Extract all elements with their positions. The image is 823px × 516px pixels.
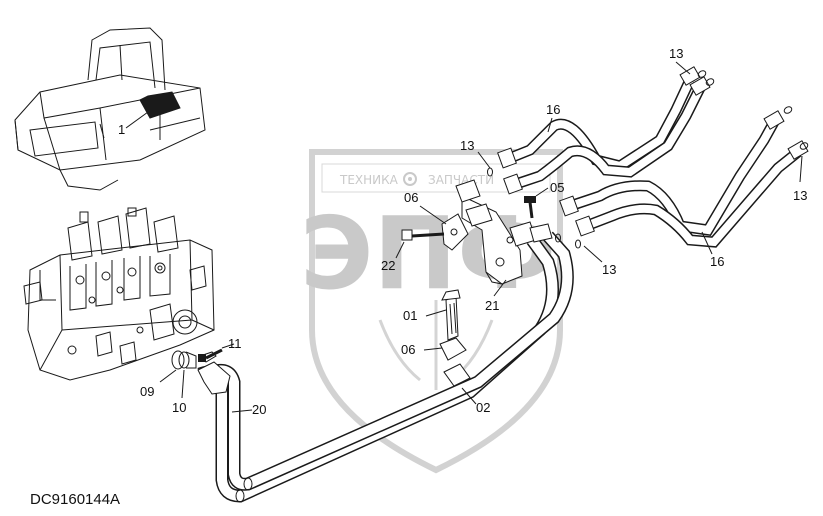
hose-fittings: [497, 66, 809, 237]
callout-09: 09: [140, 384, 154, 399]
leader-09: [159, 369, 177, 383]
callout-13a: 13: [460, 138, 474, 153]
leader-11: [221, 343, 235, 349]
adapters: [455, 179, 553, 247]
leader-16b: [701, 231, 713, 255]
leader-22: [395, 241, 405, 259]
callout-16a: 16: [546, 102, 560, 117]
watermark-text-right: ЗАПЧАСТИ: [428, 173, 494, 187]
callout-22: 22: [381, 258, 395, 273]
excavator-overview: [14, 27, 206, 191]
leader-06b: [423, 347, 443, 351]
leader-02: [461, 387, 477, 405]
leader-10: [181, 369, 185, 399]
bolt-11: [198, 348, 223, 362]
callout-06b: 06: [401, 342, 415, 357]
leader-13c: [799, 155, 803, 183]
o-rings-13: [487, 70, 809, 249]
bolt-22: [401, 229, 445, 241]
control-valve: [23, 207, 215, 381]
callout-21: 21: [485, 298, 499, 313]
callout-13d: 13: [602, 262, 616, 277]
callout-20: 20: [252, 402, 266, 417]
callout-05: 05: [550, 180, 564, 195]
elbow-fitting: [197, 361, 231, 395]
leader-05: [535, 187, 549, 197]
leader-1: [125, 111, 149, 129]
clamp-assembly: [439, 289, 471, 387]
watermark: ТЕХНИКА ЗАПЧАСТИ ЭПФ: [300, 149, 563, 474]
clamp-06: [441, 213, 469, 251]
leader-06a: [419, 205, 447, 225]
callout-06a: 06: [404, 190, 418, 205]
leader-16a: [547, 117, 553, 133]
bolt-05: [524, 196, 536, 219]
leader-13d: [583, 245, 603, 263]
callout-02: 02: [476, 400, 490, 415]
callout-1: 1: [118, 122, 125, 137]
drawing-code: DC9160144A: [30, 491, 120, 508]
callout-11: 11: [228, 336, 242, 351]
callout-10: 10: [172, 400, 186, 415]
callout-13c: 13: [793, 188, 807, 203]
leader-20: [231, 409, 253, 413]
hoses-16: [507, 77, 802, 248]
watermark-text-left: ТЕХНИКА: [339, 173, 399, 187]
leader-01: [425, 309, 447, 317]
callout-16b: 16: [710, 254, 724, 269]
leader-13a: [477, 151, 491, 169]
leader-13b: [675, 61, 691, 75]
gear-icon: [403, 172, 417, 186]
leader-21: [493, 279, 507, 297]
callout-01: 01: [403, 308, 417, 323]
callout-13b: 13: [669, 46, 683, 61]
